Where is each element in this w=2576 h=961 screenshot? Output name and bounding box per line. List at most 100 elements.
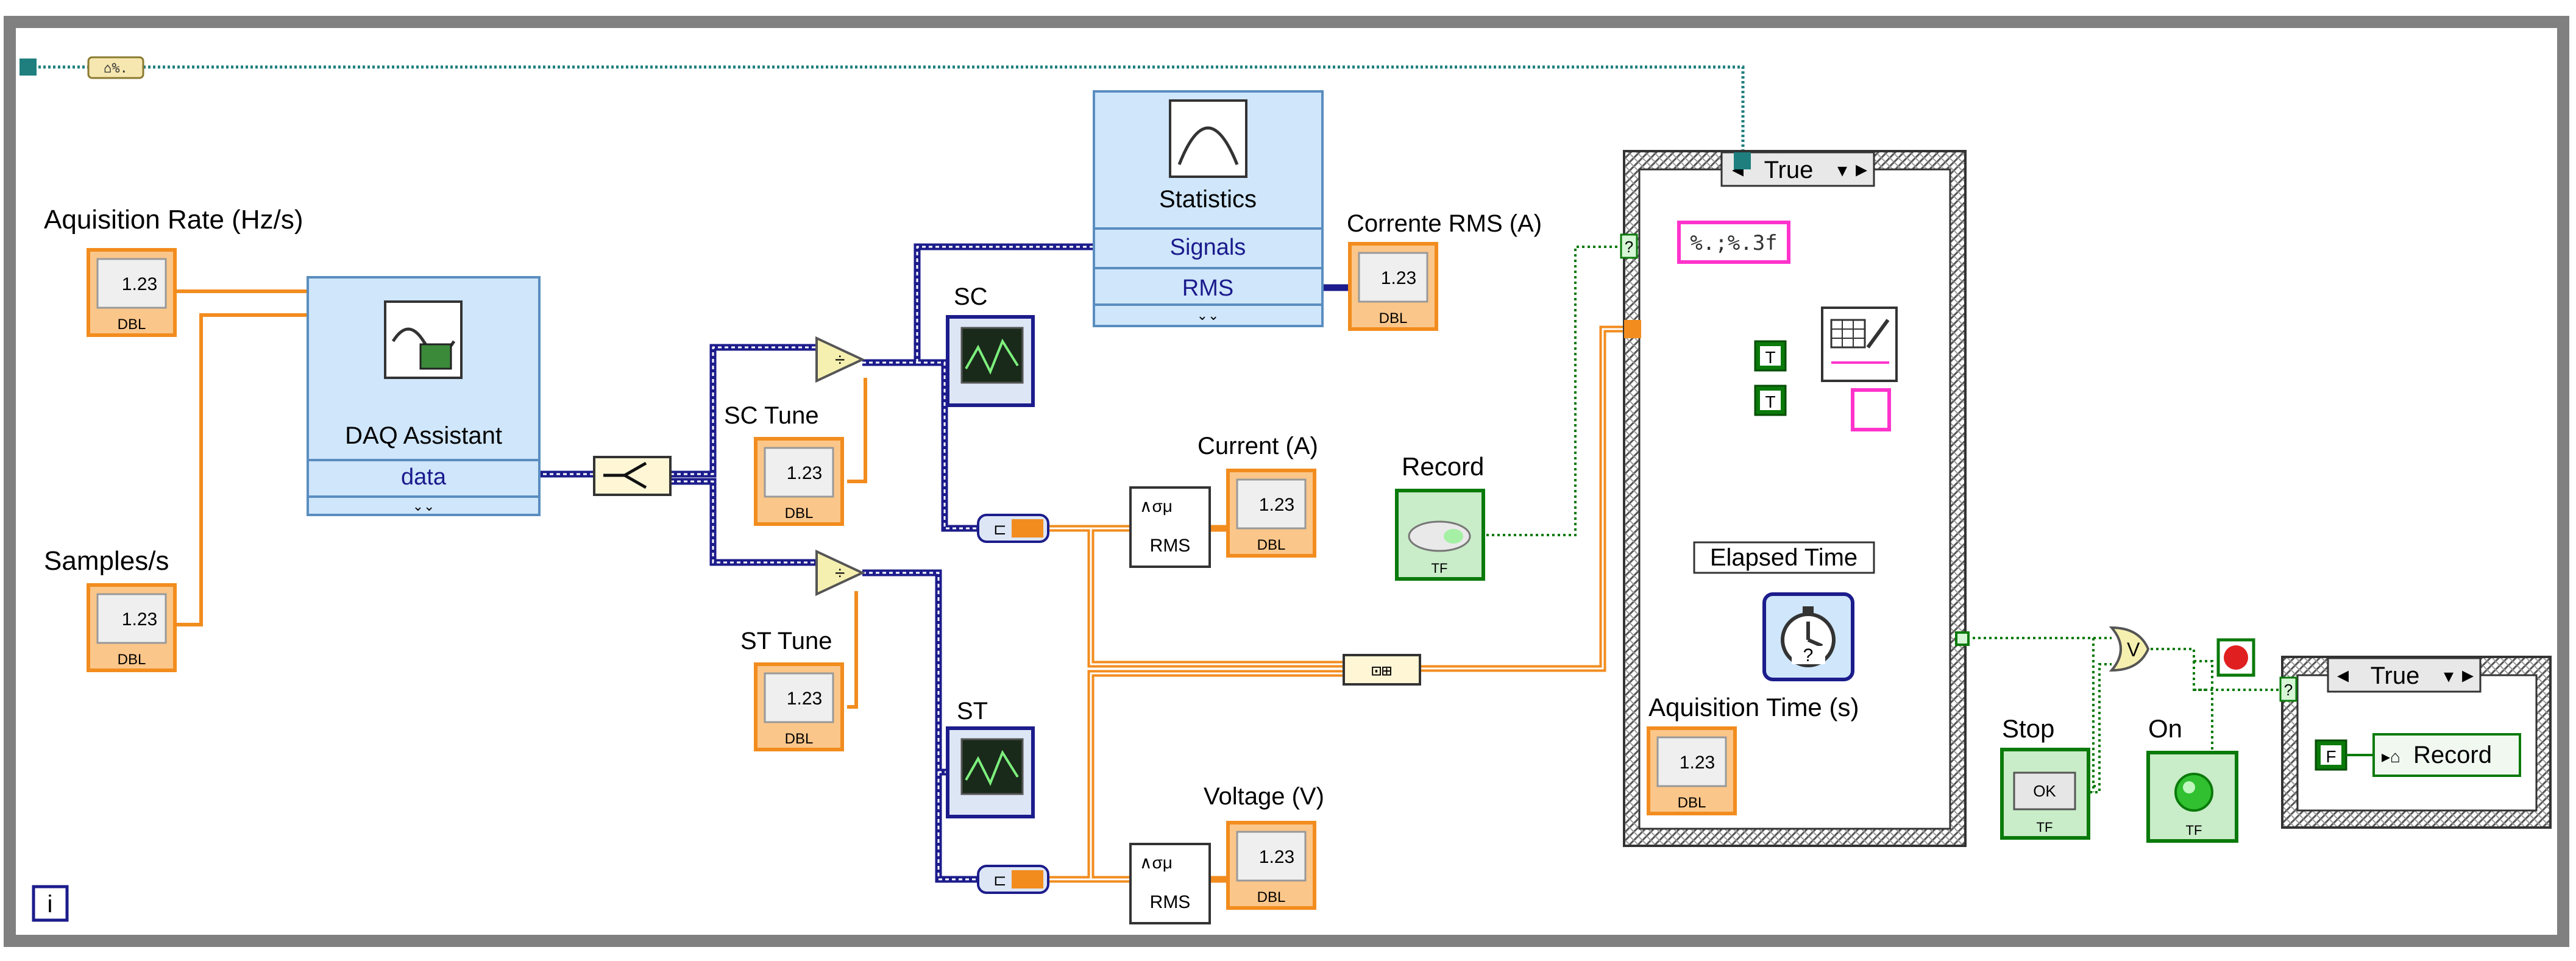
voltage-label: Voltage (V) bbox=[1204, 783, 1324, 810]
iteration-terminal: i bbox=[32, 885, 69, 922]
sc-tune-type: DBL bbox=[785, 505, 814, 522]
svg-text:▸⌂: ▸⌂ bbox=[2382, 747, 2400, 766]
wire-orange-inputs bbox=[177, 289, 308, 626]
sc-tune-value: 1.23 bbox=[787, 463, 822, 483]
statistics-node[interactable]: Statistics Signals RMS ⌄⌄ bbox=[1093, 90, 1324, 327]
build-array-node[interactable]: ⊡⊞ bbox=[1343, 654, 1421, 686]
svg-text:⊏: ⊏ bbox=[993, 871, 1007, 889]
wire-blue-dynamic-core bbox=[536, 246, 1094, 881]
format-string-constant[interactable]: %.;%.3f bbox=[1677, 221, 1790, 264]
svg-text:⊡⊞: ⊡⊞ bbox=[1371, 661, 1392, 681]
acq-time-label: Aquisition Time (s) bbox=[1648, 693, 1859, 722]
bool-indicator-on[interactable]: On TF bbox=[2146, 714, 2238, 843]
bool-const-t-2-value: T bbox=[1765, 392, 1775, 411]
wire-teal-top bbox=[34, 65, 1822, 313]
divide-st[interactable]: ÷ bbox=[815, 549, 865, 597]
property-node-record[interactable]: ▸⌂ Record bbox=[2372, 733, 2521, 777]
elapsed-time-label: Elapsed Time bbox=[1710, 544, 1857, 571]
on-label: On bbox=[2148, 714, 2182, 743]
svg-text:▾: ▾ bbox=[1837, 159, 1847, 181]
corrente-rms-value: 1.23 bbox=[1381, 268, 1416, 288]
convert-from-dynamic-sc[interactable]: ⊏ bbox=[977, 514, 1049, 543]
dbl-control-acq-time[interactable]: Aquisition Time (s) 1.23 DBL bbox=[1647, 693, 1859, 815]
voltage-value: 1.23 bbox=[1259, 847, 1294, 867]
current-label: Current (A) bbox=[1198, 433, 1318, 459]
statistics-output: RMS bbox=[1182, 275, 1233, 301]
bool-const-t-1[interactable]: T bbox=[1754, 340, 1787, 372]
on-type: TF bbox=[2186, 823, 2202, 838]
statistics-input: Signals bbox=[1170, 235, 1246, 260]
bool-tunnel bbox=[1955, 631, 1970, 646]
statistics-title: Statistics bbox=[1159, 186, 1257, 213]
dbl-indicator-corrente-rms[interactable]: Corrente RMS (A) 1.23 DBL bbox=[1347, 210, 1542, 331]
split-signals-node[interactable] bbox=[593, 456, 672, 496]
case-small-bool-selector bbox=[2279, 676, 2297, 702]
bool-control-record[interactable]: Record TF bbox=[1395, 452, 1485, 581]
svg-text:÷: ÷ bbox=[835, 350, 845, 370]
while-loop-frame bbox=[4, 16, 2569, 947]
divide-sc[interactable]: ÷ bbox=[815, 336, 865, 383]
st-tune-type: DBL bbox=[785, 731, 814, 747]
svg-text:V: V bbox=[2127, 639, 2140, 661]
samples-label: Samples/s bbox=[44, 546, 169, 576]
acq-time-value: 1.23 bbox=[1680, 753, 1715, 773]
elapsed-time-node[interactable]: Elapsed Time ? bbox=[1693, 541, 1875, 681]
svg-text:◂: ◂ bbox=[2337, 662, 2349, 688]
svg-text:?: ? bbox=[2284, 681, 2293, 699]
acq-rate-value: 1.23 bbox=[122, 274, 157, 294]
st-tune-label: ST Tune bbox=[740, 628, 832, 654]
dbl-control-sc-tune[interactable]: SC Tune 1.23 DBL bbox=[724, 402, 844, 526]
bool-const-t-2[interactable]: T bbox=[1754, 385, 1787, 416]
acq-rate-label: Aquisition Rate (Hz/s) bbox=[44, 205, 303, 235]
st-label: ST bbox=[957, 698, 988, 725]
graph-indicator-st[interactable]: ST bbox=[946, 698, 1035, 818]
convert-from-dynamic-st[interactable]: ⊏ bbox=[977, 865, 1049, 894]
dbl-indicator-voltage[interactable]: Voltage (V) 1.23 DBL bbox=[1204, 783, 1324, 910]
wire-orange-tune bbox=[847, 378, 867, 709]
stop-button-text: OK bbox=[2033, 782, 2056, 800]
bool-const-t-1-value: T bbox=[1765, 348, 1775, 367]
stop-type: TF bbox=[2037, 820, 2053, 835]
record-type: TF bbox=[1432, 561, 1448, 576]
rms-function-voltage[interactable]: ∧σμ RMS bbox=[1129, 843, 1211, 924]
daq-assistant-node[interactable]: DAQ Assistant data ⌄⌄ bbox=[307, 276, 541, 516]
current-type: DBL bbox=[1257, 537, 1286, 553]
st-tune-value: 1.23 bbox=[787, 689, 822, 709]
samples-value: 1.23 bbox=[122, 609, 157, 629]
svg-text:⌄⌄: ⌄⌄ bbox=[1197, 308, 1219, 323]
svg-text:▸: ▸ bbox=[1856, 157, 1867, 182]
voltage-type: DBL bbox=[1257, 889, 1286, 906]
svg-text:⌂%.: ⌂%. bbox=[104, 61, 128, 76]
svg-text:÷: ÷ bbox=[835, 563, 845, 583]
array-tunnel bbox=[1624, 320, 1641, 338]
stop-if-true-terminal[interactable] bbox=[2216, 638, 2255, 677]
case-bool-selector bbox=[1620, 233, 1638, 259]
statistics-icon bbox=[1169, 99, 1247, 178]
dbl-control-samples[interactable]: Samples/s 1.23 DBL bbox=[44, 546, 177, 672]
svg-text:⌄⌄: ⌄⌄ bbox=[413, 498, 435, 514]
rms-function-current[interactable]: ∧σμ RMS bbox=[1129, 486, 1211, 568]
bool-const-f[interactable]: F bbox=[2315, 739, 2347, 771]
dbl-indicator-current[interactable]: Current (A) 1.23 DBL bbox=[1198, 433, 1318, 558]
corrente-rms-label: Corrente RMS (A) bbox=[1347, 210, 1542, 237]
daq-output: data bbox=[401, 464, 447, 490]
stop-label: Stop bbox=[2002, 714, 2054, 743]
write-spreadsheet-node[interactable] bbox=[1821, 307, 1898, 382]
svg-text:∧σμ: ∧σμ bbox=[1140, 853, 1173, 872]
svg-text:⊏: ⊏ bbox=[993, 520, 1007, 538]
iteration-terminal-text: i bbox=[48, 891, 53, 918]
case-structure-small[interactable]: ◂ True ▾ ▸ ? F ▸⌂ Record bbox=[2279, 656, 2552, 829]
or-gate[interactable]: V bbox=[2109, 626, 2150, 672]
case-selector-small[interactable]: ◂ True ▾ ▸ bbox=[2327, 657, 2482, 693]
record-label: Record bbox=[1402, 452, 1484, 481]
dbl-control-st-tune[interactable]: ST Tune 1.23 DBL bbox=[740, 628, 844, 751]
dbl-control-acq-rate[interactable]: Aquisition Rate (Hz/s) 1.23 DBL bbox=[44, 205, 303, 337]
string-indicator[interactable] bbox=[1851, 388, 1891, 431]
bool-control-stop[interactable]: Stop OK TF bbox=[2000, 714, 2090, 840]
graph-indicator-sc[interactable]: SC bbox=[946, 283, 1035, 407]
tunnel-left bbox=[20, 59, 37, 76]
format-string-value: %.;%.3f bbox=[1690, 231, 1777, 255]
rms-voltage-label: RMS bbox=[1150, 892, 1191, 912]
case-structure-record[interactable]: ◂ True ▾ ▸ ? %.;%.3f T bbox=[1620, 150, 1967, 847]
